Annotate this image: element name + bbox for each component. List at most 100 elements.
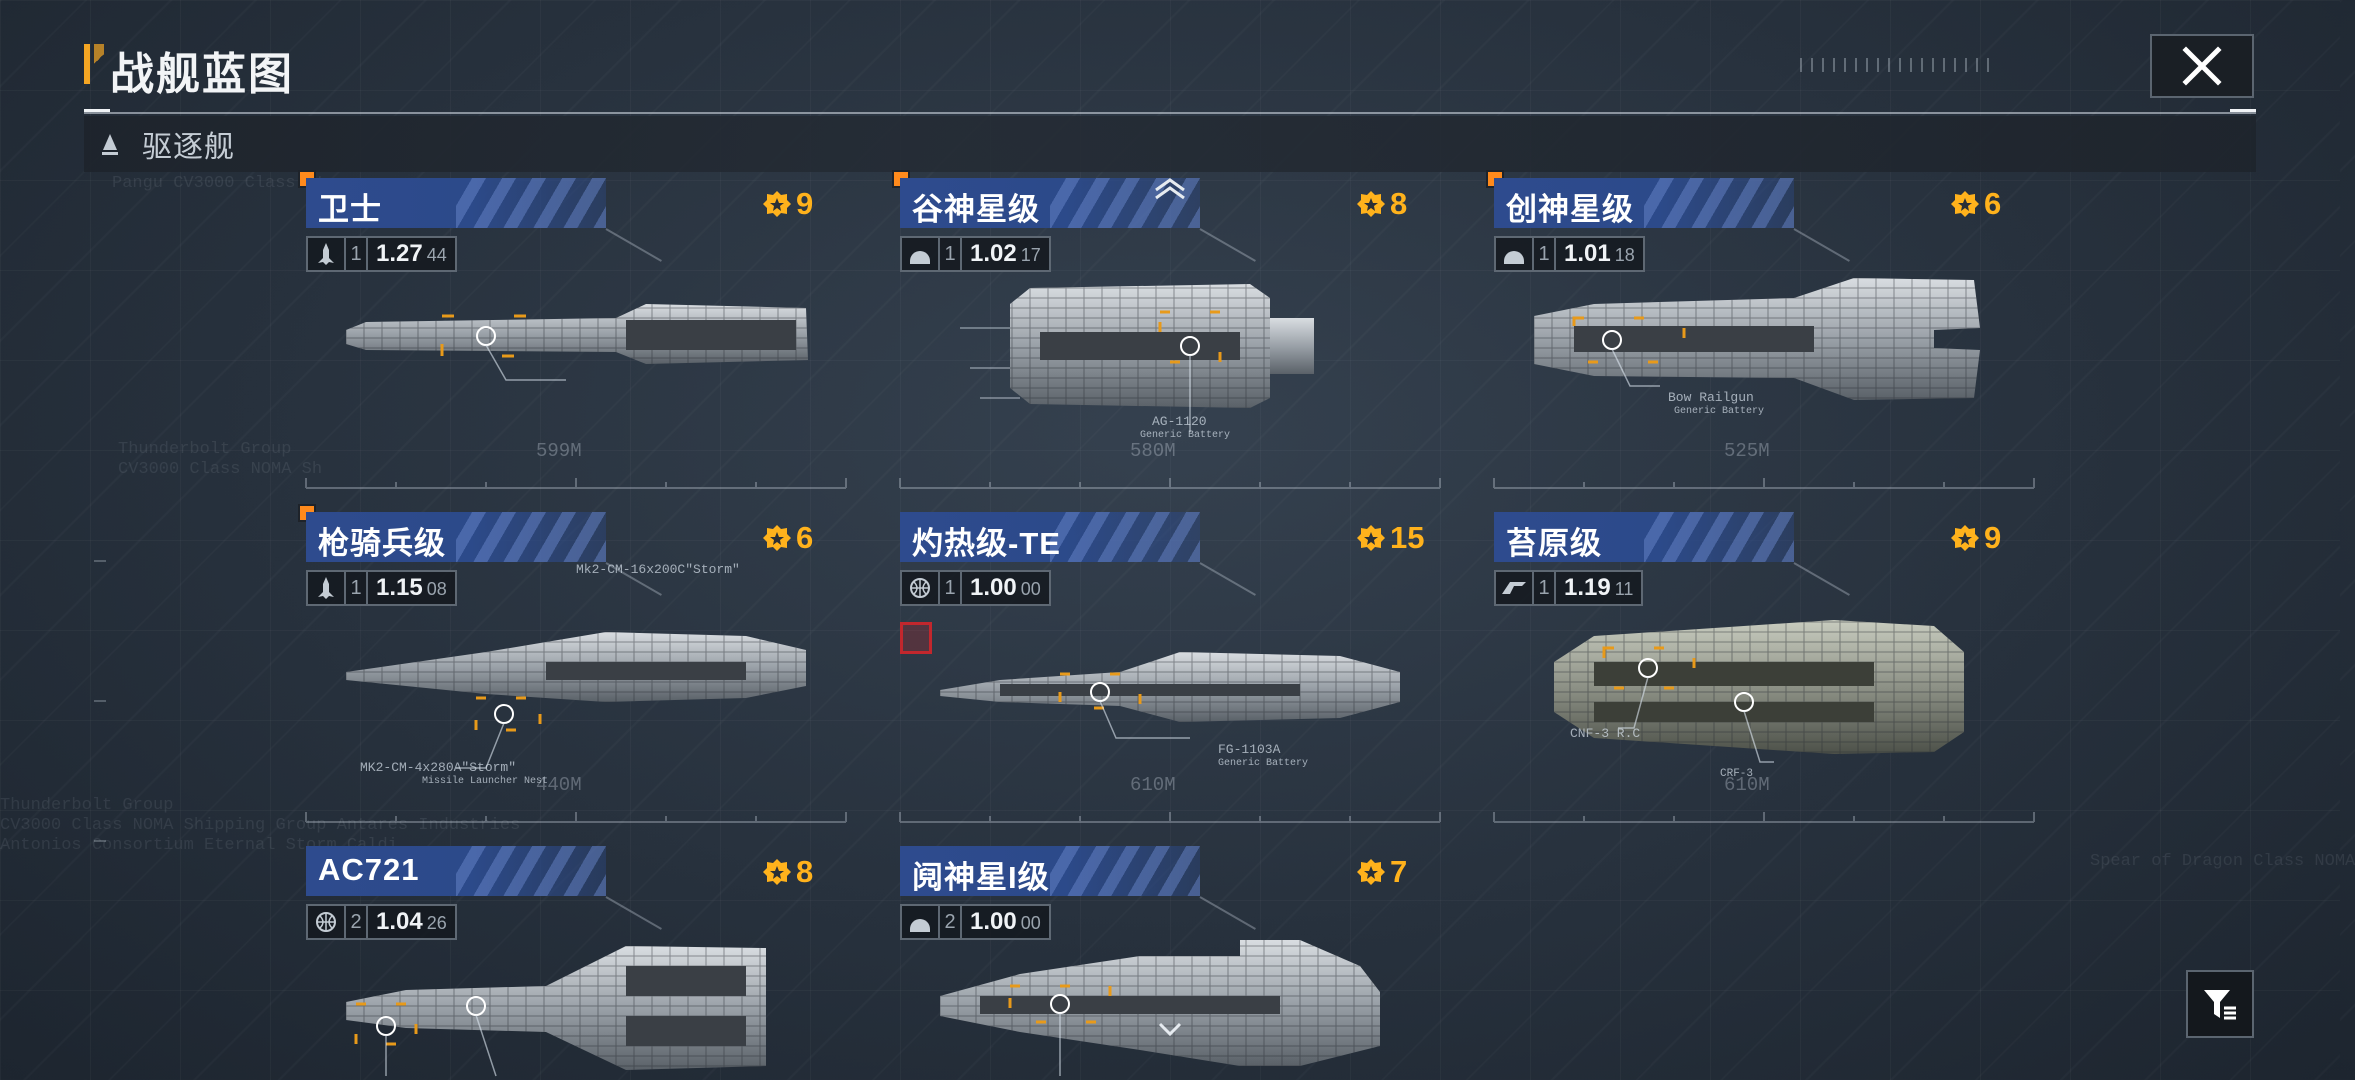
cost-gear-icon	[763, 859, 791, 885]
cost: 6	[762, 520, 813, 556]
close-button[interactable]	[2150, 34, 2254, 98]
name-bar	[900, 846, 1200, 896]
cost-value: 15	[1390, 520, 1425, 555]
dome-icon	[902, 238, 940, 270]
tier: 2	[346, 906, 368, 938]
cost-gear-icon	[763, 191, 791, 217]
name-bar	[306, 512, 606, 562]
weapon-label: Mk2-CM-16x200C"Storm"	[576, 562, 740, 577]
ship-blueprint-image	[346, 304, 808, 381]
cost-gear-icon	[1357, 859, 1385, 885]
weapon-sublabel: Missile Launcher Nest	[422, 776, 549, 787]
header-divider	[84, 112, 2256, 114]
ship-blueprint-image	[960, 284, 1314, 432]
chevron-up-icon[interactable]	[1152, 176, 1188, 200]
ship-length: 440M	[536, 774, 582, 796]
version-main: 1.02	[970, 240, 1017, 267]
tier: 1	[940, 238, 962, 270]
scale-ruler	[305, 812, 847, 823]
ship-blueprint-image	[940, 652, 1400, 739]
ship-blueprint-image	[1534, 278, 1980, 400]
close-x-icon	[2182, 46, 2222, 86]
cost-value: 7	[1390, 854, 1408, 889]
ship-blueprint-image	[346, 632, 806, 769]
decorative-barcode	[1800, 58, 1989, 72]
version-sub: 00	[1020, 579, 1041, 599]
background-caption: Spear of Dragon Class NOMA	[2090, 852, 2355, 871]
ship-blueprint-image	[940, 940, 1380, 1076]
leader-line	[605, 562, 662, 596]
ship-blueprint-image	[346, 946, 766, 1077]
scale-ruler	[1493, 812, 2035, 823]
tier: 1	[346, 572, 368, 604]
name-bar	[1494, 512, 1794, 562]
ship-name: 创神星级	[1506, 192, 1634, 227]
cost-value: 6	[796, 520, 814, 555]
faction-emblem-icon	[1496, 572, 1534, 604]
version-sub: 00	[1020, 913, 1041, 933]
scale-ruler	[899, 812, 1441, 823]
weapon-label: CNF-3 R.C	[1570, 726, 1641, 741]
version-main: 1.04	[376, 908, 423, 935]
version-main: 1.15	[376, 574, 423, 601]
filter-button[interactable]	[2186, 970, 2254, 1038]
version-sub: 17	[1020, 245, 1041, 265]
tier: 1	[1534, 238, 1556, 270]
version-sub: 08	[426, 579, 447, 599]
version-main: 1.00	[970, 574, 1017, 601]
version-main: 1.01	[1564, 240, 1611, 267]
faction-badge-icon	[900, 622, 932, 654]
globe-icon	[902, 572, 940, 604]
name-bar	[900, 512, 1200, 562]
ship-name: 枪骑兵级	[318, 526, 446, 561]
weapon-sublabel: Generic Battery	[1140, 430, 1231, 441]
version-sub: 44	[426, 245, 447, 265]
weapon-label: Bow Railgun	[1668, 390, 1754, 405]
weapon-label: FG-1103A	[1218, 742, 1281, 757]
cost-gear-icon	[1951, 525, 1979, 551]
chevron-down-icon[interactable]	[1156, 1020, 1184, 1040]
cost-value: 8	[796, 854, 814, 889]
cost: 9	[1950, 520, 2001, 556]
ship-length: 610M	[1724, 774, 1770, 796]
divider-cap	[84, 109, 110, 112]
version-main: 1.00	[970, 908, 1017, 935]
tier: 2	[940, 906, 962, 938]
name-bar	[1494, 178, 1794, 228]
leader-line	[605, 228, 662, 262]
cost: 7	[1356, 854, 1407, 890]
title-accent	[94, 44, 104, 84]
name-bar	[306, 846, 606, 896]
background-caption: Thunderbolt Group CV3000 Class NOMA Sh	[118, 440, 323, 479]
version-main: 1.19	[1564, 574, 1611, 601]
leader-line	[1199, 228, 1256, 262]
ship-name: 卫士	[318, 192, 382, 227]
leader-line	[1793, 228, 1850, 262]
scale-ruler	[899, 478, 1441, 489]
leader-line	[1199, 562, 1256, 596]
name-bar	[900, 178, 1200, 228]
category-bar[interactable]: 驱逐舰	[84, 116, 2256, 172]
ship-name: 苔原级	[1506, 526, 1602, 561]
weapon-sublabel: Generic Battery	[1218, 758, 1309, 769]
ship-length: 610M	[1130, 774, 1176, 796]
side-tick	[94, 560, 106, 562]
ship-name: 谷神星级	[912, 192, 1040, 227]
